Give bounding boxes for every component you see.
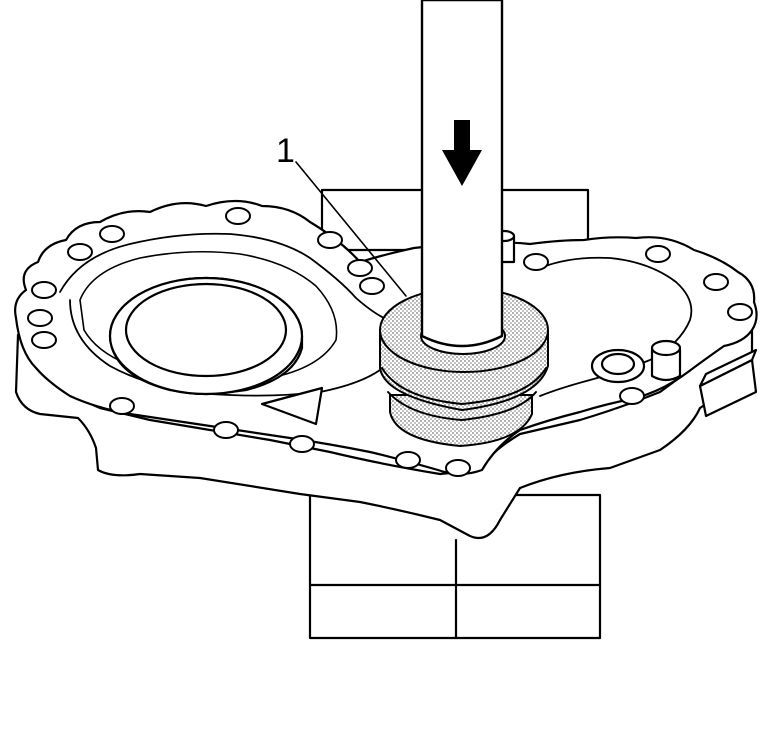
triangular-rib	[260, 386, 324, 426]
down-arrow-icon	[442, 120, 482, 186]
callout-leader	[295, 161, 407, 297]
bolt-holes	[27, 207, 753, 477]
callout-label: 1	[276, 132, 295, 170]
plug-hole	[590, 348, 646, 384]
bore-ring	[108, 276, 304, 396]
dowel-pin	[650, 339, 682, 382]
housing-side-wall	[14, 320, 754, 540]
side-bracket	[698, 348, 758, 418]
